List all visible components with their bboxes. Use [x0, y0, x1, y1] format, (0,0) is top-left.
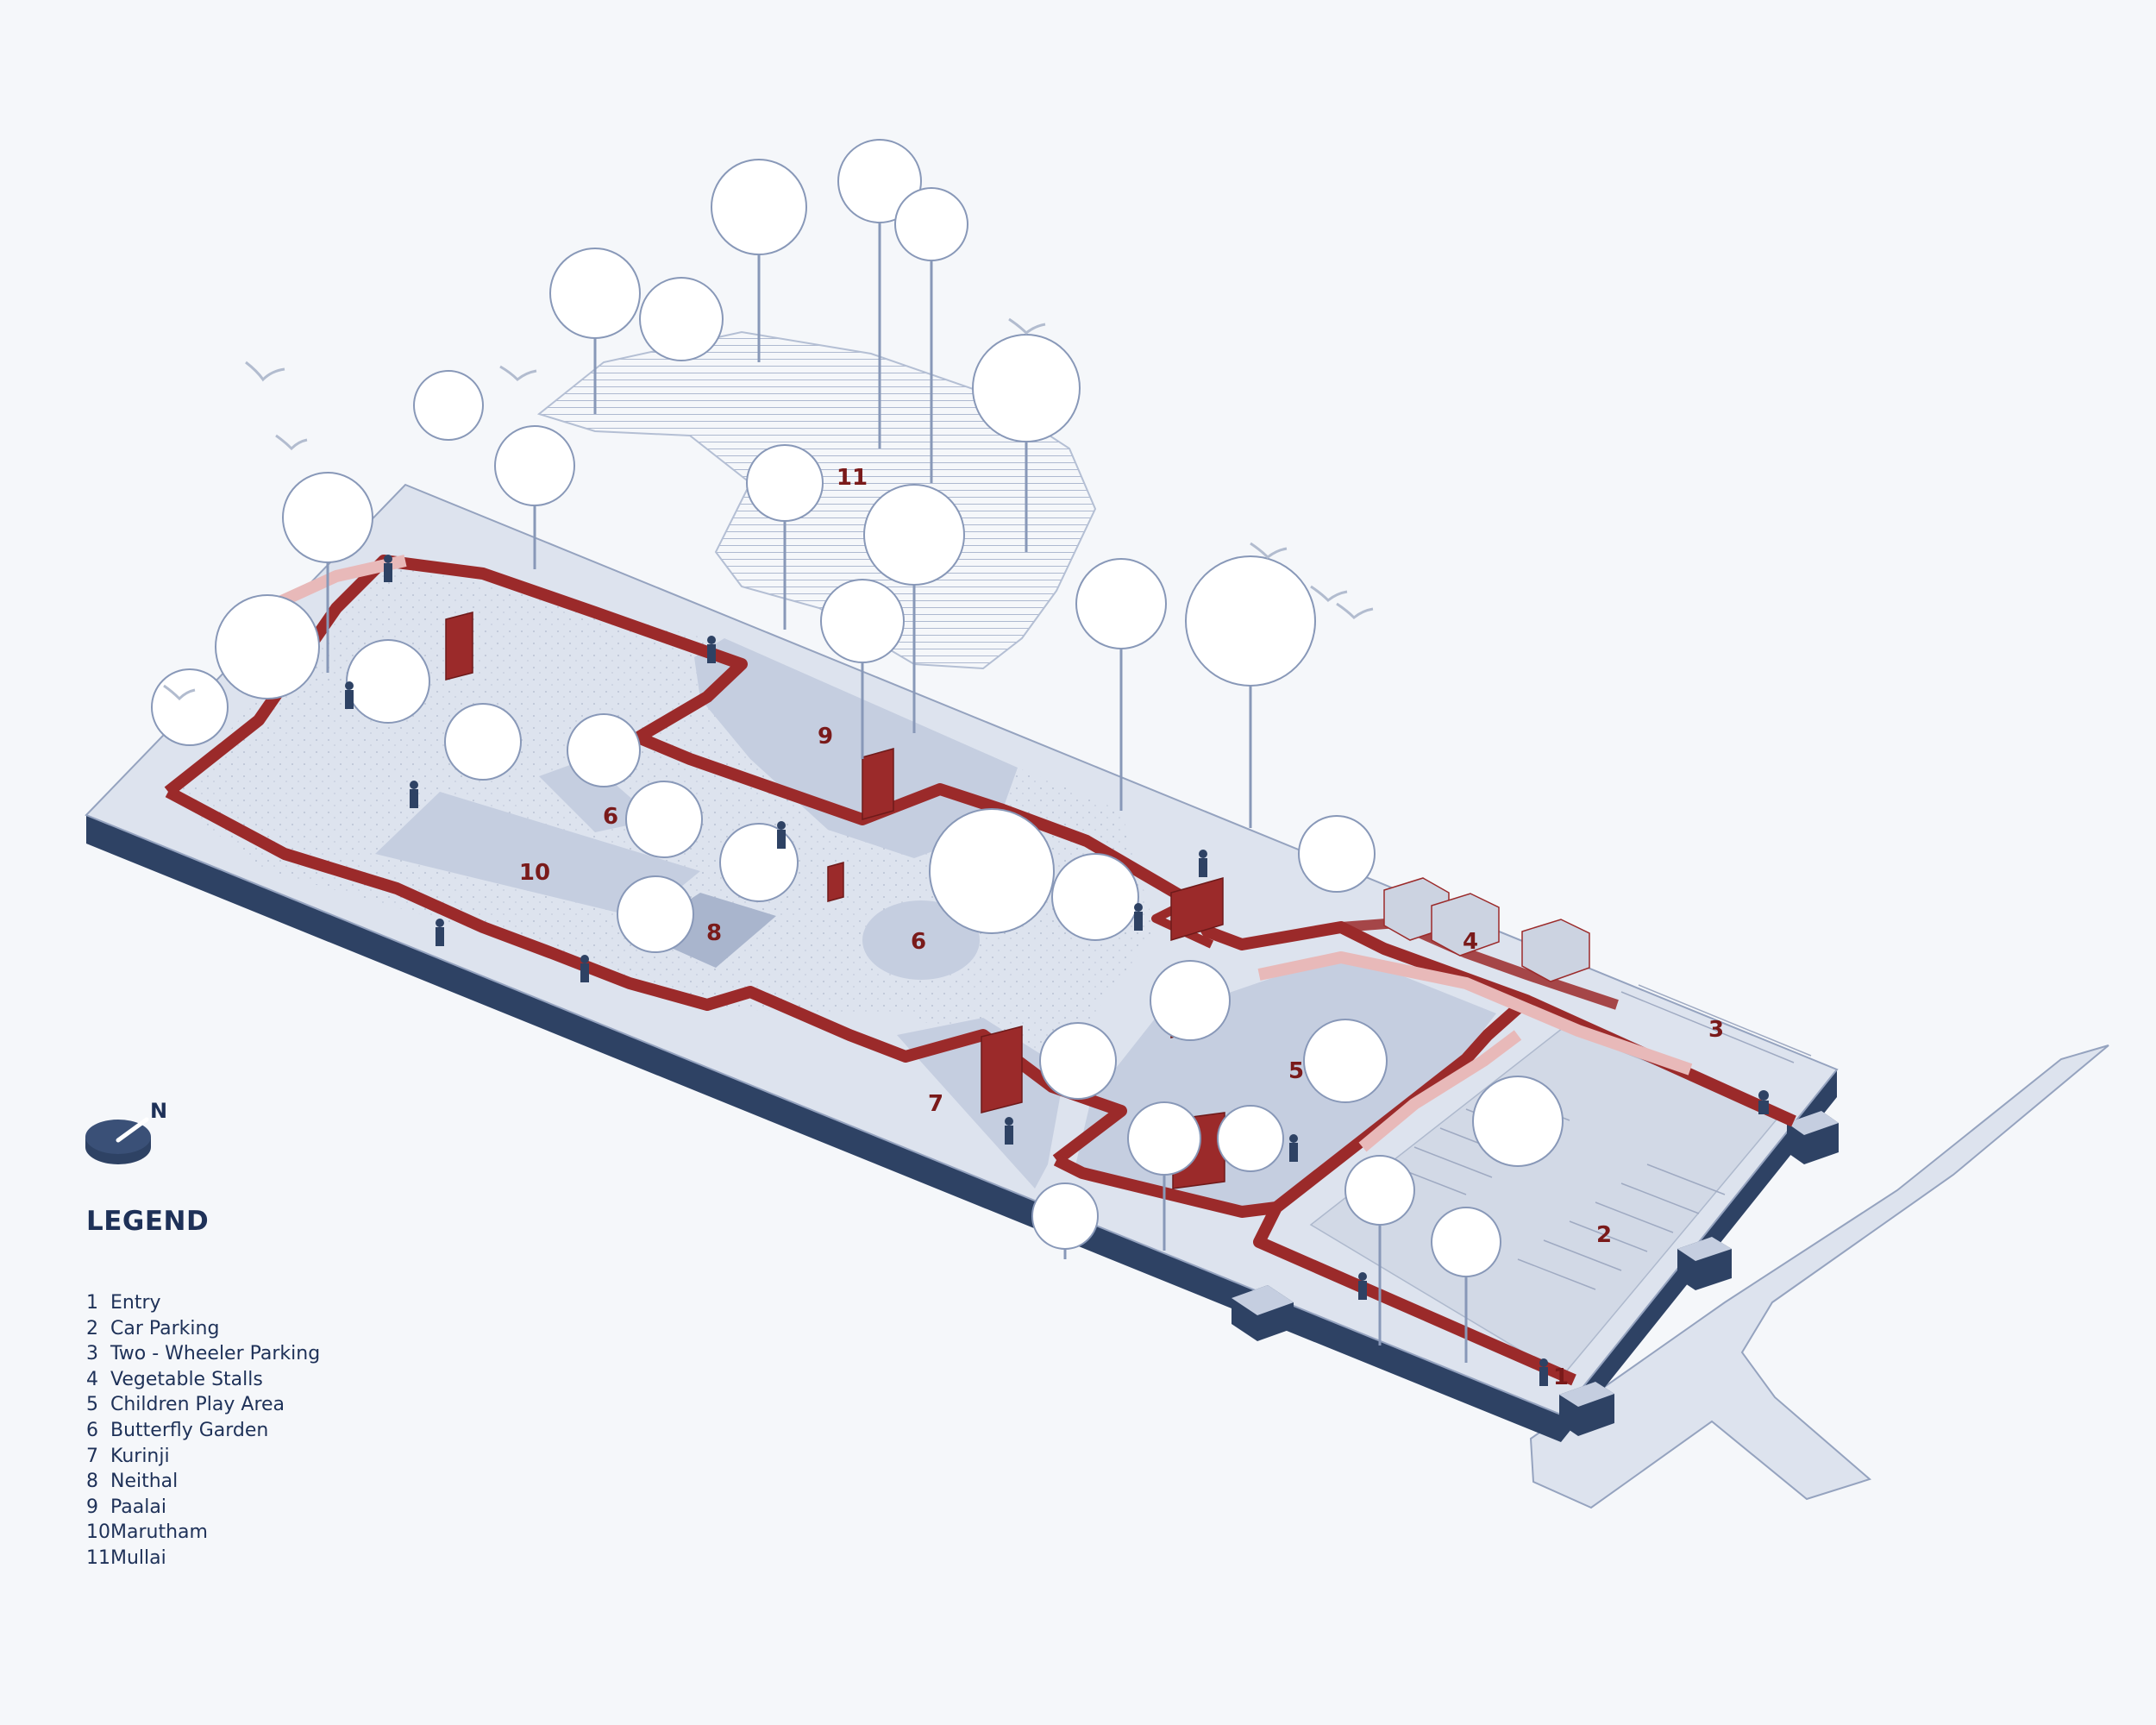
- zone-label-5: 5: [1288, 1058, 1304, 1084]
- base-blocks: [1232, 1111, 1839, 1436]
- zone-10-marutham: [375, 792, 700, 919]
- legend-item-label: Children Play Area: [110, 1394, 285, 1416]
- north-label: N: [150, 1099, 167, 1123]
- legend-item-number: 8: [86, 1471, 98, 1493]
- zone-label-10: 10: [519, 860, 550, 886]
- legend-item-number: 4: [86, 1368, 98, 1390]
- legend-item: 8 Neithal: [86, 1469, 483, 1495]
- legend-item-number: 9: [86, 1496, 98, 1518]
- zone-label-8: 8: [706, 920, 722, 946]
- zone-label-9: 9: [818, 724, 833, 750]
- birds: [163, 317, 1374, 701]
- tree-trunks: [326, 223, 1468, 1363]
- zone-label-6a: 6: [603, 804, 618, 830]
- access-road: [1529, 1044, 2109, 1509]
- zone-label-1: 1: [1553, 1364, 1569, 1390]
- zone-label-11: 11: [837, 465, 868, 491]
- legend-item-number: 2: [86, 1317, 98, 1339]
- zone-label-7: 7: [928, 1091, 943, 1117]
- legend-item-number: 6: [86, 1419, 98, 1441]
- legend-item-label: Two - Wheeler Parking: [110, 1343, 321, 1365]
- legend-item-label: Entry: [110, 1292, 161, 1314]
- legend-item: 7 Kurinji: [86, 1444, 483, 1470]
- legend-item: 9 Paalai: [86, 1495, 483, 1521]
- legend-item-label: Kurinji: [110, 1445, 170, 1467]
- people: [345, 555, 1769, 1386]
- north-pointer-icon: [116, 1117, 149, 1143]
- north-arrow: N: [85, 1099, 167, 1164]
- legend-item: 6 Butterfly Garden: [86, 1418, 483, 1444]
- legend-item-label: Paalai: [110, 1496, 166, 1518]
- zone-label-2: 2: [1596, 1222, 1612, 1248]
- legend-item: 3 Two - Wheeler Parking: [86, 1341, 483, 1367]
- legend-item-label: Mullai: [110, 1546, 166, 1569]
- legend-item-label: Marutham: [110, 1521, 208, 1544]
- tree-canopies: [151, 139, 1564, 1277]
- legend-item: 5 Children Play Area: [86, 1392, 483, 1418]
- legend-item-label: Neithal: [110, 1471, 179, 1493]
- legend-list: 1 Entry 2 Car Parking 3 Two - Wheeler Parki…: [86, 1290, 483, 1571]
- legend-item: 2 Car Parking: [86, 1316, 483, 1342]
- legend-item-label: Car Parking: [110, 1317, 220, 1339]
- legend-item-number: 11: [86, 1546, 110, 1569]
- legend-title: LEGEND: [86, 1206, 210, 1237]
- legend: LEGEND 1 Entry 2 Car Parking 3 Two - Wheele…: [86, 1206, 483, 1571]
- zone-labels: 1 2 3 4 5 6 6 7 8 9 10 11: [519, 465, 1724, 1390]
- zone-label-6b: 6: [911, 929, 926, 955]
- legend-item-number: 1: [86, 1292, 98, 1314]
- zone-9-paalai: [694, 638, 1018, 858]
- legend-item-number: 3: [86, 1343, 98, 1365]
- legend-item: 4 Vegetable Stalls: [86, 1367, 483, 1393]
- legend-item-number: 10: [86, 1521, 110, 1544]
- vegetable-stalls: [1383, 877, 1590, 982]
- legend-item-label: Vegetable Stalls: [110, 1368, 263, 1390]
- legend-item: 1 Entry: [86, 1290, 483, 1316]
- zone-6-butterfly-circle: [862, 900, 980, 980]
- zone-label-4: 4: [1463, 929, 1478, 955]
- legend-item-label: Butterfly Garden: [110, 1419, 269, 1441]
- zone-label-3: 3: [1708, 1017, 1724, 1043]
- legend-item-number: 5: [86, 1394, 98, 1416]
- legend-item-number: 7: [86, 1445, 98, 1467]
